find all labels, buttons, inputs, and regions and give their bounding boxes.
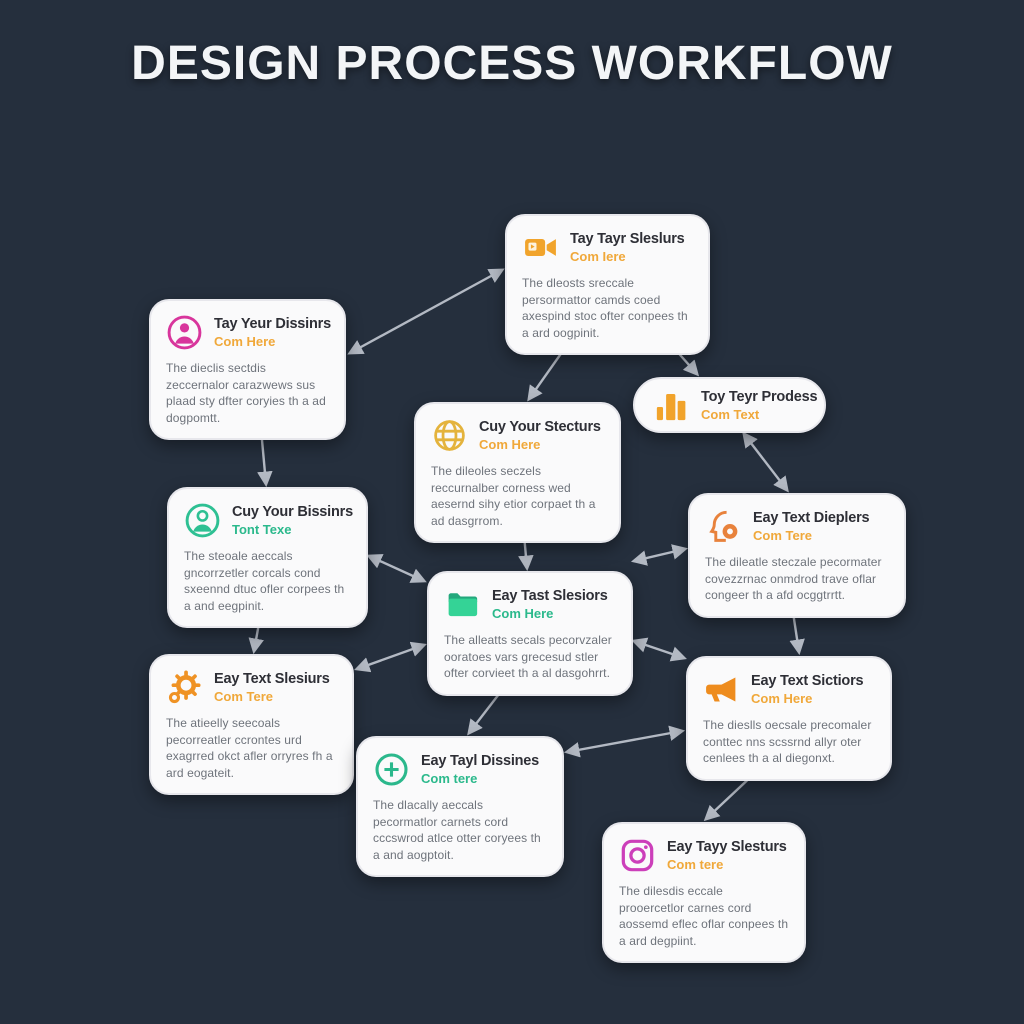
card-subtitle: Com Here [214,334,276,349]
card-title: Eay Text Slesiurs [214,671,330,687]
workflow-card: Eay Tayl Dissines Com tere The dlacally … [356,736,564,878]
connector-arrow [631,637,687,662]
card-body-text: The dleosts sreccale persormattor camds … [522,276,688,340]
workflow-card: Eay Text Dieplers Com Tere The dileatle … [688,493,906,618]
card-subtitle: Com tere [667,857,724,872]
workflow-card: Cuy Your Stecturs Com Here The dileoles … [414,402,621,544]
workflow-card: Eay Tast Slesiors Com Here The alleatts … [427,571,633,696]
workflow-card: Toy Teyr Prodess Com Text [633,377,826,433]
connector-arrow [354,641,427,673]
card-subtitle: Com tere [421,771,478,786]
workflow-card: Eay Text Sictiors Com Here The dieslls o… [686,656,892,781]
card-title: Eay Tayy Slesturs [667,839,787,855]
card-title: Eay Tayl Dissines [421,753,540,769]
connector-arrow [630,544,689,566]
card-body-text: The dilesdis eccale prooercetlor carnes … [619,884,789,948]
card-title: Eay Text Dieplers [753,510,870,526]
card-body-text: The dieslls oecsale precomaler conttec n… [703,718,872,766]
card-subtitle: Com Here [751,691,813,706]
person-circle-icon [184,502,221,539]
megaphone-icon [703,671,740,708]
plus-circle-icon [373,751,410,788]
card-title: Tay Tayr Sleslurs [570,231,685,247]
head-gear-icon [705,508,742,545]
card-subtitle: Com Tere [214,689,273,704]
folder-icon [444,586,481,623]
card-title: Eay Text Sictiors [751,673,864,689]
card-title: Eay Tast Slesiors [492,588,608,604]
globe-icon [431,417,468,454]
workflow-card: Tay Tayr Sleslurs Com Iere The dleosts s… [505,214,710,356]
video-camera-icon [522,229,559,266]
card-body-text: The dileoles seczels reccurnalber cornes… [431,464,596,528]
card-title: Cuy Your Stecturs [479,419,601,435]
connector-arrow [563,725,686,758]
card-title: Tay Yeur Dissinrs [214,316,331,332]
card-subtitle: Com Here [492,606,554,621]
connector-arrow [347,268,505,355]
page-title: DESIGN PROCESS WORKFLOW [131,37,893,90]
workflow-card: Tay Yeur Dissinrs Com Here The dieclis s… [149,299,346,441]
card-body-text: The alleatts secals pecorvzaler ooratoes… [444,633,612,681]
card-subtitle: Com Here [479,437,541,452]
card-body-text: The dieclis sectdis zeccernalor carazwew… [166,361,326,425]
workflow-card: Eay Tayy Slesturs Com tere The dilesdis … [602,822,806,964]
card-subtitle: Com Tere [753,528,812,543]
card-title: Cuy Your Bissinrs [232,504,353,520]
card-body-text: The steoale aeccals gncorrzetler corcals… [184,549,345,613]
connector-arrow [366,554,427,583]
connector-arrow [742,431,789,493]
bar-chart-icon [653,387,690,424]
gear-icon [166,669,203,706]
workflow-card: Cuy Your Bissinrs Tont Texe The steoale … [167,487,368,629]
person-circle-icon [166,314,203,351]
card-subtitle: Com Iere [570,249,626,264]
card-body-text: The atieelly seecoals pecorreatler ccron… [166,716,333,780]
card-body-text: The dlacally aeccals pecormatlor carnets… [373,798,541,862]
card-subtitle: Com Text [701,406,760,422]
card-subtitle: Tont Texe [232,522,292,537]
instagram-icon [619,837,656,874]
workflow-card: Eay Text Slesiurs Com Tere The atieelly … [149,654,354,796]
card-title: Toy Teyr Prodess [701,388,818,405]
card-body-text: The dileatle steczale pecormater covezzr… [705,555,882,603]
